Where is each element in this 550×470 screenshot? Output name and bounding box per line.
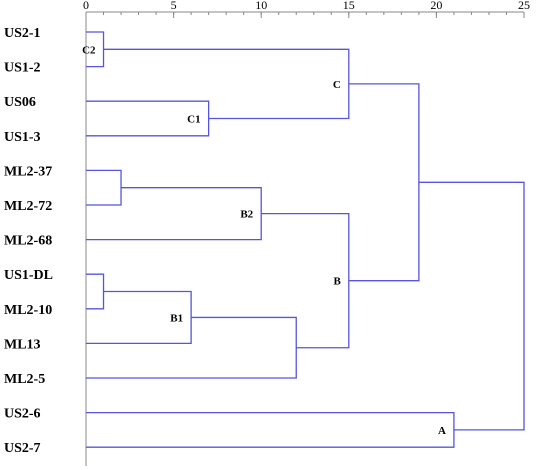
dendrogram-link [86,273,105,310]
leaf-label: ML2-68 [4,234,52,249]
top-axis: 0 5 10 15 20 25 [83,0,530,466]
dendrogram-link [418,181,525,431]
axis-tick-label: 5 [171,0,177,12]
leaf-label: ML2-10 [4,303,52,318]
axis-tick-label: 10 [255,0,267,12]
cluster-label: C [333,79,341,91]
leaf-label: US2-1 [4,26,41,41]
leaf-label: ML2-5 [4,372,45,387]
axis-tick-label: 15 [343,0,355,12]
leaf-label: US2-7 [4,441,41,456]
axis-tick-label: 0 [83,0,89,12]
dendrogram-link [86,169,122,206]
leaf-label: ML13 [4,337,41,352]
cluster-label: A [438,425,446,437]
leaf-label: ML2-37 [4,164,52,179]
leaf-label: US1-3 [4,130,41,145]
cluster-label: B [333,276,341,288]
axis-tick-label: 25 [518,0,530,12]
dendrogram-links [86,31,525,448]
dendrogram-link [348,83,420,282]
leaf-label: ML2-72 [4,199,52,214]
leaf-label: US2-6 [4,407,41,422]
leaf-label: US1-DL [4,268,53,283]
dendrogram-link [86,411,455,448]
cluster-label: C2 [82,44,96,56]
leaf-label: US06 [4,95,36,110]
cluster-label: B2 [240,209,253,221]
axis-tick-label: 20 [430,0,442,12]
leaf-labels: US2-1US1-2US06US1-3ML2-37ML2-72ML2-68US1… [4,26,53,456]
dendrogram-link [86,187,262,241]
dendrogram-link [103,48,350,120]
cluster-label: C1 [187,114,200,126]
cluster-label: B1 [170,312,183,324]
leaf-label: US1-2 [4,61,41,76]
